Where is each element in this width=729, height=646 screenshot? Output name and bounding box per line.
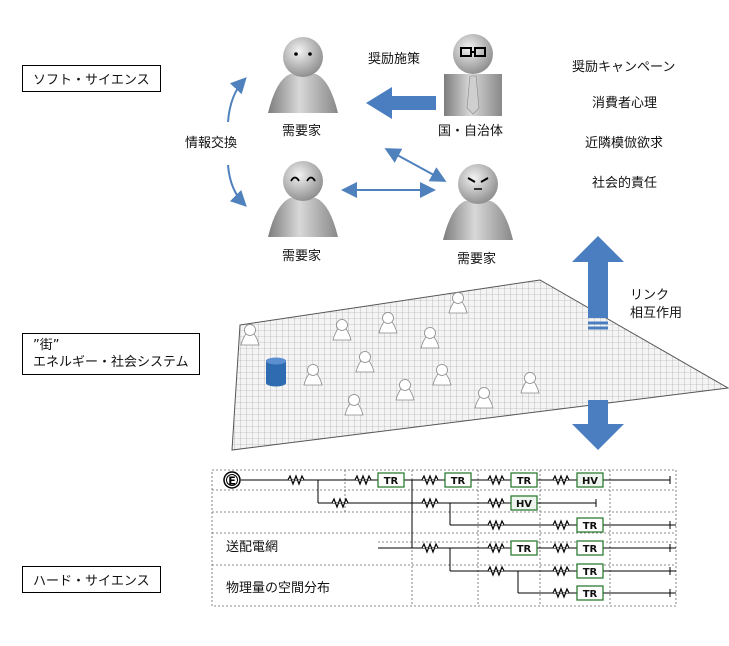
- physical-distribution-label: 物理量の空間分布: [226, 581, 331, 596]
- consumer-left-label: 需要家: [282, 249, 322, 264]
- network-components: [377, 472, 604, 601]
- tr-label: TR: [517, 476, 532, 487]
- government-figure: [444, 34, 502, 116]
- energy-source-icon: [223, 471, 241, 489]
- tr-label: TR: [384, 476, 399, 487]
- factor-neighbor-imitation: 近隣模倣欲求: [585, 136, 664, 151]
- resistors: [287, 474, 570, 599]
- tr-label: TR: [583, 521, 598, 532]
- factor-consumer-psychology: 消費者心理: [592, 96, 658, 111]
- energy-social-system-label: エネルギー・社会システム: [33, 355, 189, 370]
- power-network: [211, 469, 677, 607]
- consumer-right-figure: [443, 164, 513, 240]
- government-label: 国・自治体: [438, 124, 504, 139]
- info-exchange-arrow-down: [227, 164, 247, 207]
- storage-tank-icon: [266, 357, 286, 387]
- energy-source-label: E: [228, 475, 236, 488]
- consumer-top-label: 需要家: [282, 124, 322, 139]
- info-exchange-arrow-up: [227, 77, 247, 123]
- hv-label: HV: [516, 499, 532, 510]
- factor-social-responsibility: 社会的責任: [592, 176, 658, 191]
- soft-science-label: ソフト・サイエンス: [22, 65, 161, 92]
- hard-science-label: ハード・サイエンス: [22, 566, 161, 593]
- consumer-exchange-arrow-diagonal: [384, 148, 447, 182]
- town-system-label: ”街” エネルギー・社会システム: [22, 333, 200, 375]
- consumer-top-figure: [268, 37, 338, 113]
- tr-label: TR: [583, 589, 598, 600]
- incentive-label: 奨励施策: [368, 52, 421, 67]
- tr-label: TR: [517, 544, 532, 555]
- grid-network-label: 送配電網: [226, 540, 279, 555]
- hv-label: HV: [582, 476, 598, 487]
- factor-campaign: 奨励キャンペーン: [572, 60, 676, 75]
- tr-label: TR: [583, 544, 598, 555]
- link-arrow-vertical: [572, 236, 624, 450]
- interaction-label: 相互作用: [630, 306, 683, 321]
- consumer-right-label: 需要家: [457, 252, 497, 267]
- town-label: ”街”: [33, 338, 60, 353]
- info-exchange-label: 情報交換: [185, 136, 238, 151]
- tr-label: TR: [583, 567, 598, 578]
- consumer-left-figure: [268, 161, 338, 237]
- policy-arrow: [366, 87, 436, 119]
- tr-label: TR: [451, 476, 466, 487]
- link-label: リンク: [630, 288, 670, 303]
